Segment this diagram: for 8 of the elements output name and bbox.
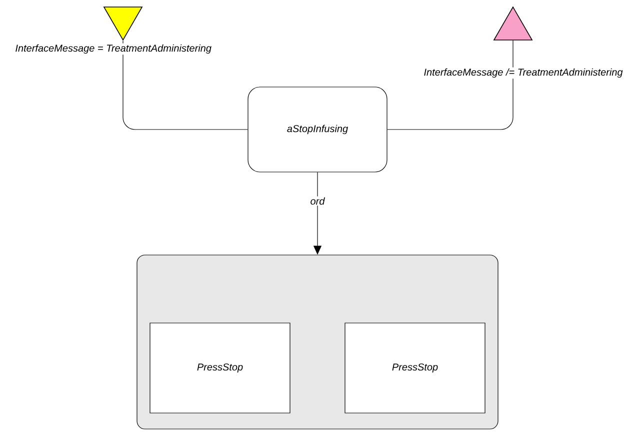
process-box: PressStop: [344, 322, 486, 414]
edge-label: ord: [309, 196, 326, 206]
edge-label: InterfaceMessage /= TreatmentAdministering: [422, 67, 624, 79]
edge-label: InterfaceMessage = TreatmentAdministering: [14, 43, 212, 55]
process-box: PressStop: [150, 322, 290, 414]
connector: [387, 40, 514, 130]
state-box: aStopInfusing: [248, 86, 388, 172]
connector: [122, 40, 248, 130]
